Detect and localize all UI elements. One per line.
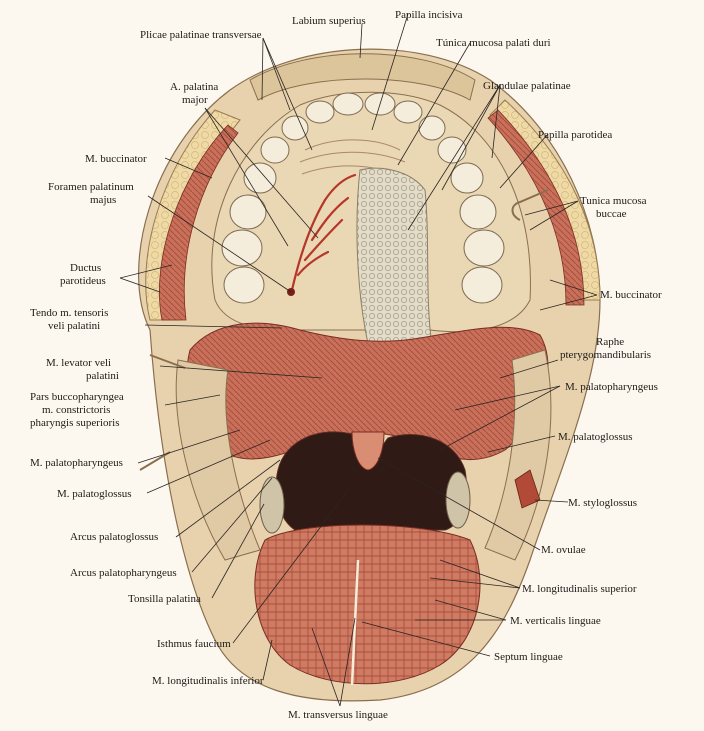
label-tendo-tensoris-2: veli palatini: [48, 320, 100, 332]
label-m-ovulae: M. ovulae: [541, 544, 586, 556]
label-m-longitudinalis-superior: M. longitudinalis superior: [522, 583, 637, 595]
label-raphe-1: Raphe: [596, 336, 624, 348]
label-tunica-mucosa-buccae-2: buccae: [596, 208, 627, 220]
label-ductus-parotideus-1: Ductus: [70, 262, 101, 274]
label-pars-bucco-3: pharyngis superioris: [30, 417, 120, 429]
label-arcus-palatopharyngeus: Arcus palatopharyngeus: [70, 567, 177, 579]
label-pars-bucco-2: m. constrictoris: [42, 404, 110, 416]
label-tendo-tensoris-1: Tendo m. tensoris: [30, 307, 108, 319]
label-tunica-mucosa-buccae-1: Tunica mucosa: [580, 195, 647, 207]
labels: Labium superius Papilla incisiva Plicae …: [30, 9, 662, 721]
label-plicae-palatinae: Plicae palatinae transversae: [140, 29, 262, 41]
label-m-palatopharyngeus-left: M. palatopharyngeus: [30, 457, 123, 469]
left-buccinator-muscle: [158, 124, 239, 321]
label-m-styloglossus: M. styloglossus: [568, 497, 637, 509]
label-foramen-palatinum-2: majus: [90, 194, 116, 206]
label-m-palatoglossus-right: M. palatoglossus: [558, 431, 633, 443]
label-m-longitudinalis-inferior: M. longitudinalis inferior: [152, 675, 264, 687]
label-foramen-palatinum-1: Foramen palatinum: [48, 181, 134, 193]
greater-palatine-artery: [290, 173, 357, 292]
tongue: [254, 524, 481, 685]
label-septum-linguae: Septum linguae: [494, 651, 563, 663]
label-papilla-parotidea: Papilla parotidea: [538, 129, 612, 141]
label-labium-superius: Labium superius: [292, 15, 366, 27]
right-parotid-duct-hook: [511, 189, 549, 221]
label-m-palatoglossus-left: M. palatoglossus: [57, 488, 132, 500]
left-palatopharyngeus-hook: [139, 451, 171, 471]
right-buccinator-muscle: [487, 109, 585, 306]
uvula: [351, 431, 385, 471]
label-m-buccinator-left: M. buccinator: [85, 153, 147, 165]
label-m-buccinator-right: M. buccinator: [600, 289, 662, 301]
label-glandulae-palatinae: Glandulae palatinae: [483, 80, 571, 92]
label-ductus-parotideus-2: parotideus: [60, 275, 106, 287]
leader-lines: [119, 13, 598, 707]
right-tonsil: [445, 471, 471, 529]
label-m-levator-2: palatini: [86, 370, 119, 382]
label-a-palatina-1: A. palatina: [170, 81, 218, 93]
label-raphe-2: pterygomandibularis: [560, 349, 651, 361]
septum-linguae-line: [350, 559, 360, 686]
label-tonsilla-palatina: Tonsilla palatina: [128, 593, 201, 605]
left-pharyngeal-wall: [175, 359, 261, 561]
label-arcus-palatoglossus: Arcus palatoglossus: [70, 531, 158, 543]
label-pars-bucco-1: Pars buccopharyngea: [30, 391, 124, 403]
left-levator-hook: [149, 354, 186, 369]
label-m-palatopharyngeus-right: M. palatopharyngeus: [565, 381, 658, 393]
label-m-verticalis-linguae: M. verticalis linguae: [510, 615, 601, 627]
upper-lip: [249, 53, 476, 101]
left-tonsil: [259, 476, 285, 534]
label-a-palatina-2: major: [182, 94, 208, 106]
label-tunica-mucosa-palati: Túnica mucosa palati duri: [436, 37, 551, 49]
label-m-transversus-linguae: M. transversus linguae: [288, 709, 388, 721]
label-m-levator-1: M. levator veli: [46, 357, 111, 369]
right-pharyngeal-wall: [484, 349, 552, 561]
label-papilla-incisiva: Papilla incisiva: [395, 9, 463, 21]
label-isthmus-faucium: Isthmus faucium: [157, 638, 231, 650]
